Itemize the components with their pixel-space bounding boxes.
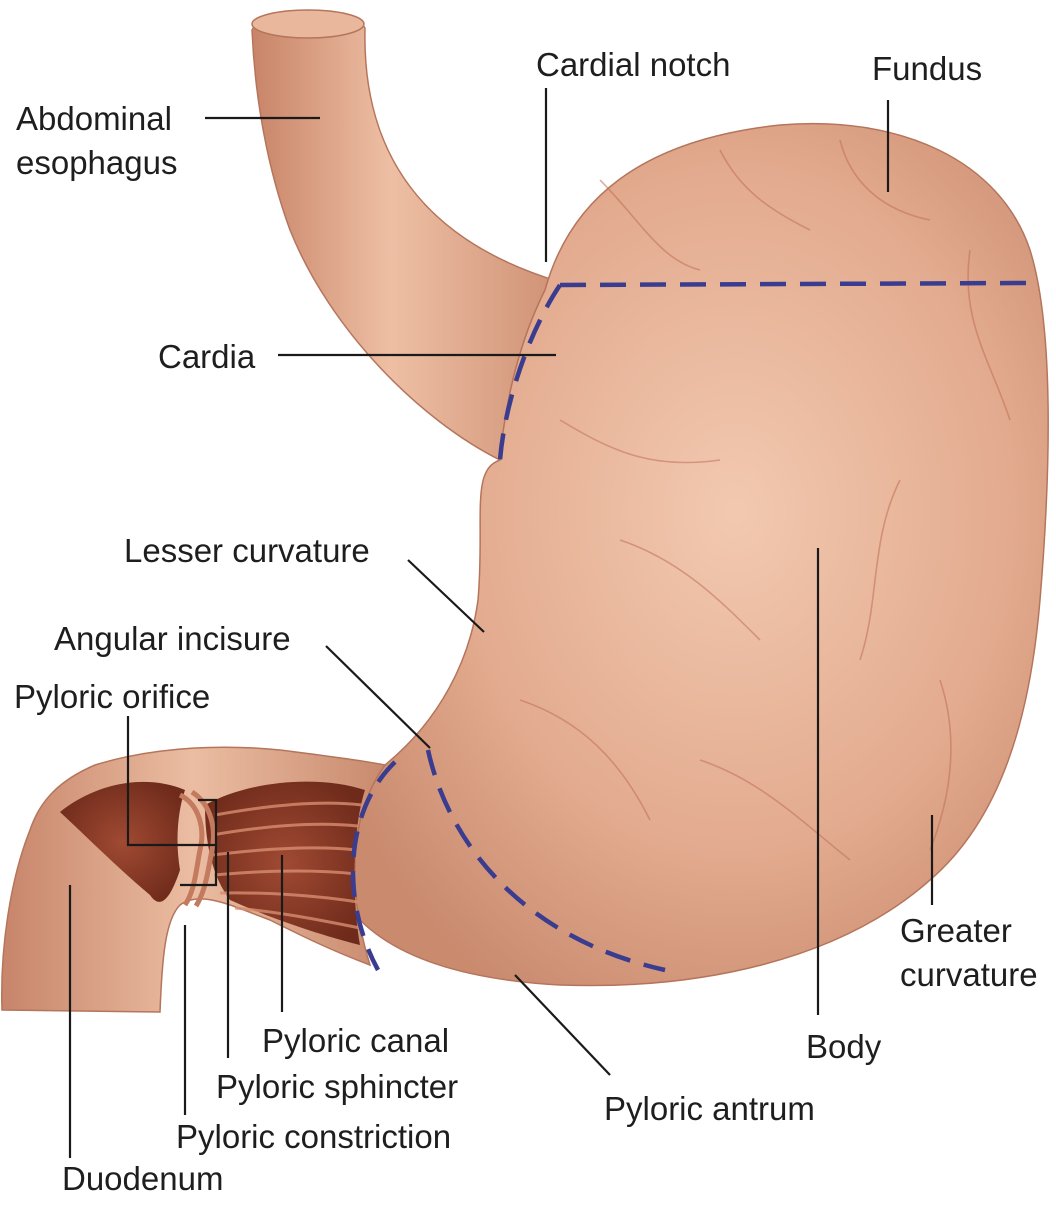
- antrum-boundary: [425, 749, 666, 973]
- surface-veins: [519, 139, 1011, 861]
- label-pyloric-canal: Pyloric canal: [262, 1022, 449, 1059]
- label-lesser-curvature: Lesser curvature: [124, 532, 370, 569]
- label-abdominal-esophagus-line1: Abdominal: [16, 100, 172, 137]
- label-cardial-notch: Cardial notch: [536, 46, 730, 83]
- label-fundus: Fundus: [872, 50, 982, 87]
- label-body: Body: [806, 1028, 882, 1065]
- leader-lines: [68, 88, 934, 1158]
- pyloric-canal-boundary: [350, 760, 397, 972]
- label-abdominal-esophagus-line2: esophagus: [16, 144, 177, 181]
- stomach-body-shape: [351, 122, 1049, 987]
- label-pyloric-antrum: Pyloric antrum: [604, 1090, 815, 1127]
- label-duodenum: Duodenum: [62, 1160, 223, 1197]
- label-cardia: Cardia: [158, 338, 256, 375]
- label-angular-incisure: Angular incisure: [54, 620, 291, 657]
- esophagus-opening: [251, 9, 365, 39]
- mucosal-folds: [211, 801, 363, 930]
- pyloric-sphincter-ring: [178, 789, 216, 908]
- label-pyloric-constriction: Pyloric constriction: [176, 1118, 451, 1155]
- label-greater-curvature-line2: curvature: [900, 956, 1038, 993]
- label-greater-curvature-line1: Greater: [900, 912, 1012, 949]
- label-pyloric-orifice: Pyloric orifice: [14, 678, 210, 715]
- pyloric-canal-lumen: [205, 781, 365, 945]
- duodenum-lumen: [60, 781, 185, 902]
- label-pyloric-sphincter: Pyloric sphincter: [216, 1068, 458, 1105]
- cardia-boundary: [497, 283, 562, 461]
